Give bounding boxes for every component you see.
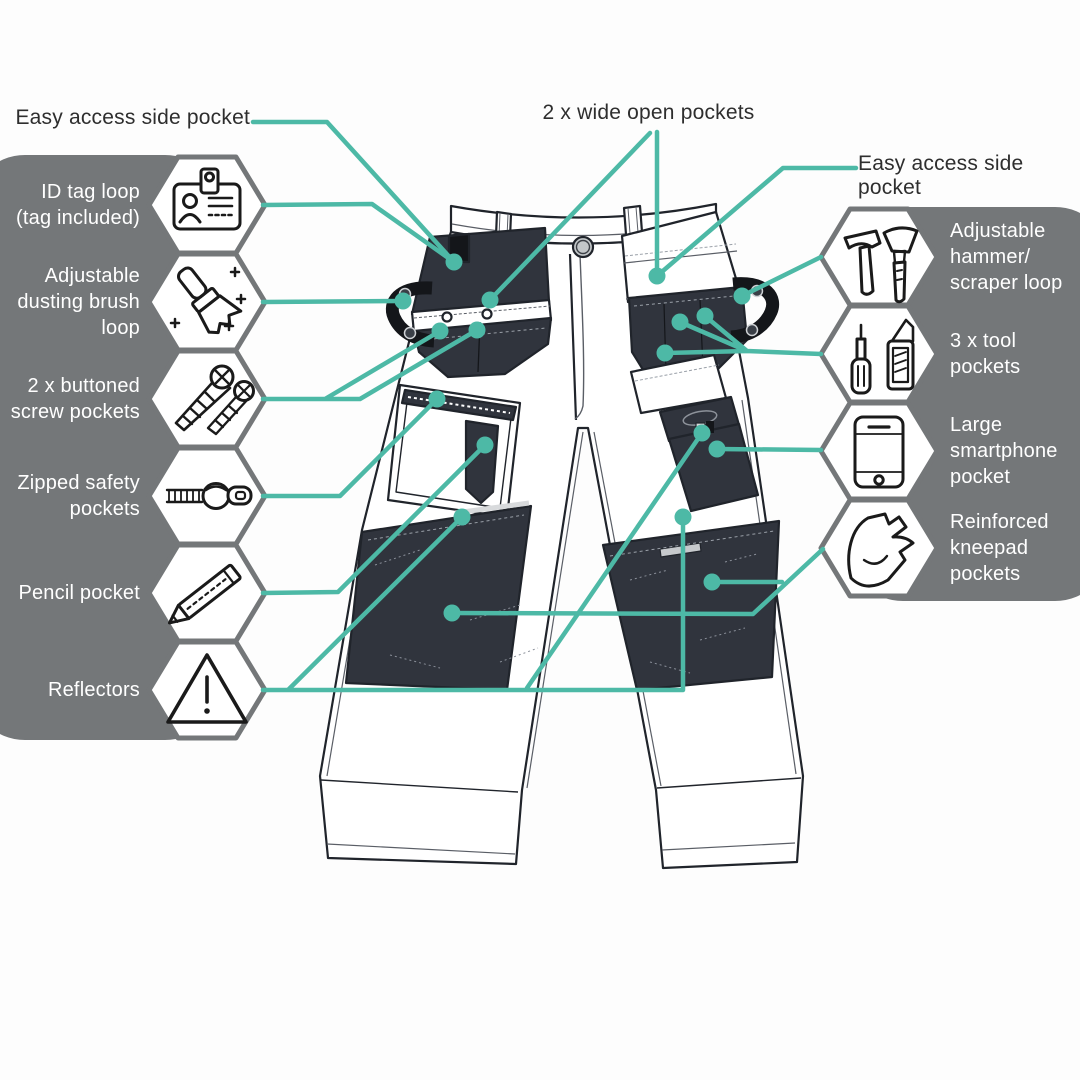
- line-kneepad-pockets: [449, 546, 826, 617]
- callout-lines: [250, 119, 859, 693]
- waist-button: [571, 235, 595, 259]
- label-hammer-scraper-loop: Adjustable hammer/ scraper loop: [950, 220, 1063, 294]
- zipped-thigh-pocket: [386, 383, 522, 519]
- label-smartphone-pocket: Large smartphone pocket: [950, 414, 1058, 488]
- screwdriver-knife-icon: [850, 318, 915, 395]
- line-id-tag-loop: [260, 201, 457, 265]
- line-tool-pockets: [662, 313, 824, 357]
- kneepad-left: [344, 500, 539, 692]
- label-buttoned-screw-pockets: 2 x buttoned screw pockets: [10, 375, 140, 423]
- dusting-brush-icon: [169, 266, 247, 335]
- smartphone-icon: [853, 415, 905, 489]
- label-reflectors: Reflectors: [47, 679, 140, 701]
- label-easy-access-side-pocket-left: Easy access side pocket: [15, 106, 250, 129]
- label-wide-open-pockets: 2 x wide open pockets: [542, 101, 755, 124]
- smartphone-pocket: [629, 353, 760, 513]
- label-zipped-safety-pockets: Zipped safety pockets: [17, 472, 140, 520]
- pencil-icon: [167, 563, 242, 625]
- line-smartphone-pocket: [714, 446, 824, 453]
- right-holster-pocket: [620, 210, 749, 375]
- label-tool-pockets: 3 x tool pockets: [950, 330, 1021, 378]
- warning-triangle-icon: [166, 653, 248, 724]
- callout-dots: [394, 253, 751, 622]
- zipper-icon: [165, 482, 253, 510]
- line-zipped-safety: [260, 396, 440, 499]
- line-pencil-pocket: [260, 442, 488, 596]
- label-id-tag-loop: ID tag loop (tag included): [16, 181, 140, 229]
- line-wide-open-pockets: [487, 129, 660, 303]
- line-hammer-scraper-loop: [739, 254, 824, 299]
- hammer-scraper-icon: [843, 226, 919, 304]
- line-reflectors: [260, 430, 705, 693]
- label-kneepad-pockets: Reinforced kneepad pockets: [950, 511, 1049, 585]
- bicep-icon: [847, 512, 915, 588]
- kneepad-right: [601, 519, 781, 692]
- id-badge-icon: [172, 167, 242, 231]
- label-dusting-brush-loop: Adjustable dusting brush loop: [17, 265, 140, 339]
- line-easy-access-left: [250, 119, 457, 265]
- line-dusting-brush-loop: [260, 298, 406, 305]
- line-screw-pockets: [260, 327, 480, 402]
- reflective-bar: [659, 542, 702, 558]
- label-pencil-pocket: Pencil pocket: [18, 582, 140, 604]
- line-easy-access-right: [654, 165, 859, 279]
- label-easy-access-side-pocket-right: Easy access side pocket: [858, 152, 1024, 199]
- screws-icon: [174, 364, 255, 436]
